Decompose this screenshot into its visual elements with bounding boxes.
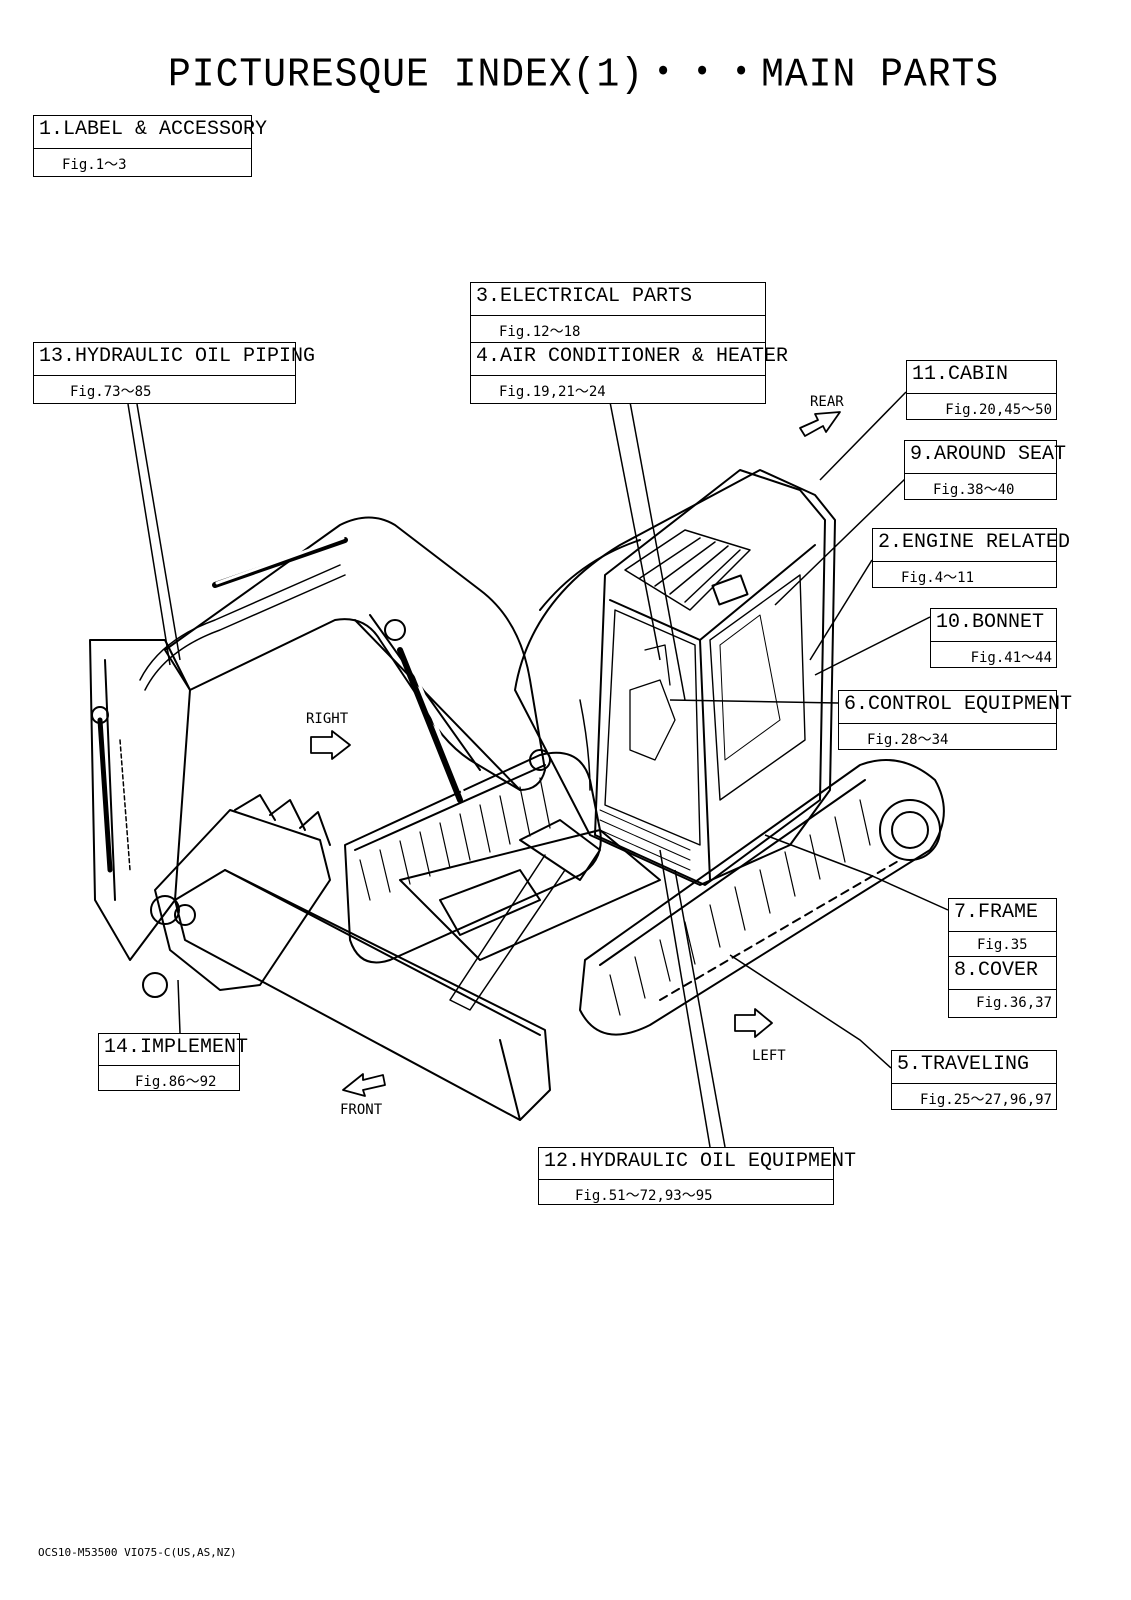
fig-ref: Fig.20,45～50 bbox=[945, 402, 1052, 418]
part-name: 13.HYDRAULIC OIL PIPING bbox=[39, 345, 316, 368]
part-name: 3.ELECTRICAL PARTS bbox=[476, 285, 693, 308]
part-name: 10.BONNET bbox=[936, 611, 1045, 634]
label-box-bonnet[interactable]: 10.BONNET Fig.41～44 bbox=[930, 608, 1057, 668]
fig-ref: Fig.38～40 bbox=[933, 482, 1015, 498]
label-box-label-accessory[interactable]: 1.LABEL & ACCESSORY Fig.1～3 bbox=[33, 115, 267, 177]
direction-right-label: RIGHT bbox=[306, 711, 349, 727]
fig-ref: Fig.73～85 bbox=[70, 384, 152, 400]
fig-ref: Fig.4～11 bbox=[901, 570, 975, 586]
fig-ref: Fig.19,21～24 bbox=[499, 384, 606, 400]
direction-left-label: LEFT bbox=[752, 1048, 786, 1064]
label-box-cabin[interactable]: 11.CABIN Fig.20,45～50 bbox=[906, 360, 1057, 420]
part-name: 7.FRAME bbox=[954, 901, 1039, 924]
part-name: 5.TRAVELING bbox=[897, 1053, 1030, 1076]
label-box-implement[interactable]: 14.IMPLEMENT Fig.86～92 bbox=[98, 1033, 248, 1091]
label-box-control-equipment[interactable]: 6.CONTROL EQUIPMENT Fig.28～34 bbox=[838, 690, 1072, 750]
part-name: 14.IMPLEMENT bbox=[104, 1036, 249, 1059]
part-name: 9.AROUND SEAT bbox=[910, 443, 1067, 466]
label-box-traveling[interactable]: 5.TRAVELING Fig.25～27,96,97 bbox=[891, 1050, 1057, 1110]
part-name: 1.LABEL & ACCESSORY bbox=[39, 118, 268, 141]
label-box-hydraulic-oil-equipment[interactable]: 12.HYDRAULIC OIL EQUIPMENT Fig.51～72,93～… bbox=[538, 1147, 856, 1205]
page-title: PICTURESQUE INDEX(1)・・・MAIN PARTS bbox=[168, 51, 1000, 99]
fig-ref: Fig.28～34 bbox=[867, 732, 949, 748]
fig-ref: Fig.41～44 bbox=[970, 650, 1052, 666]
part-name: 6.CONTROL EQUIPMENT bbox=[844, 693, 1073, 716]
fig-ref: Fig.51～72,93～95 bbox=[575, 1188, 713, 1204]
fig-ref: Fig.35 bbox=[977, 937, 1028, 953]
label-box-frame[interactable]: 7.FRAME Fig.35 bbox=[948, 898, 1057, 958]
fig-ref: Fig.1～3 bbox=[62, 157, 127, 173]
direction-rear-label: REAR bbox=[810, 394, 844, 410]
part-name: 2.ENGINE RELATED bbox=[878, 531, 1071, 554]
fig-ref: Fig.86～92 bbox=[135, 1074, 217, 1090]
label-box-air-conditioner-heater[interactable]: 4.AIR CONDITIONER & HEATER Fig.19,21～24 bbox=[470, 342, 788, 404]
label-box-hydraulic-oil-piping[interactable]: 13.HYDRAULIC OIL PIPING Fig.73～85 bbox=[33, 342, 315, 404]
label-box-cover[interactable]: 8.COVER Fig.36,37 bbox=[948, 956, 1057, 1018]
label-box-electrical-parts[interactable]: 3.ELECTRICAL PARTS Fig.12～18 bbox=[470, 282, 766, 344]
fig-ref: Fig.25～27,96,97 bbox=[919, 1092, 1052, 1108]
label-box-engine-related[interactable]: 2.ENGINE RELATED Fig.4～11 bbox=[872, 528, 1070, 588]
fig-ref: Fig.12～18 bbox=[499, 324, 581, 340]
label-box-around-seat[interactable]: 9.AROUND SEAT Fig.38～40 bbox=[904, 440, 1066, 500]
fig-ref: Fig.36,37 bbox=[976, 995, 1052, 1011]
part-name: 4.AIR CONDITIONER & HEATER bbox=[476, 345, 789, 368]
direction-front-label: FRONT bbox=[340, 1102, 383, 1118]
part-name: 11.CABIN bbox=[912, 363, 1009, 386]
part-name: 8.COVER bbox=[954, 959, 1039, 982]
footer-doc-code: OCS10-M53500 VIO75-C(US,AS,NZ) bbox=[38, 1546, 237, 1559]
part-name: 12.HYDRAULIC OIL EQUIPMENT bbox=[544, 1150, 857, 1173]
